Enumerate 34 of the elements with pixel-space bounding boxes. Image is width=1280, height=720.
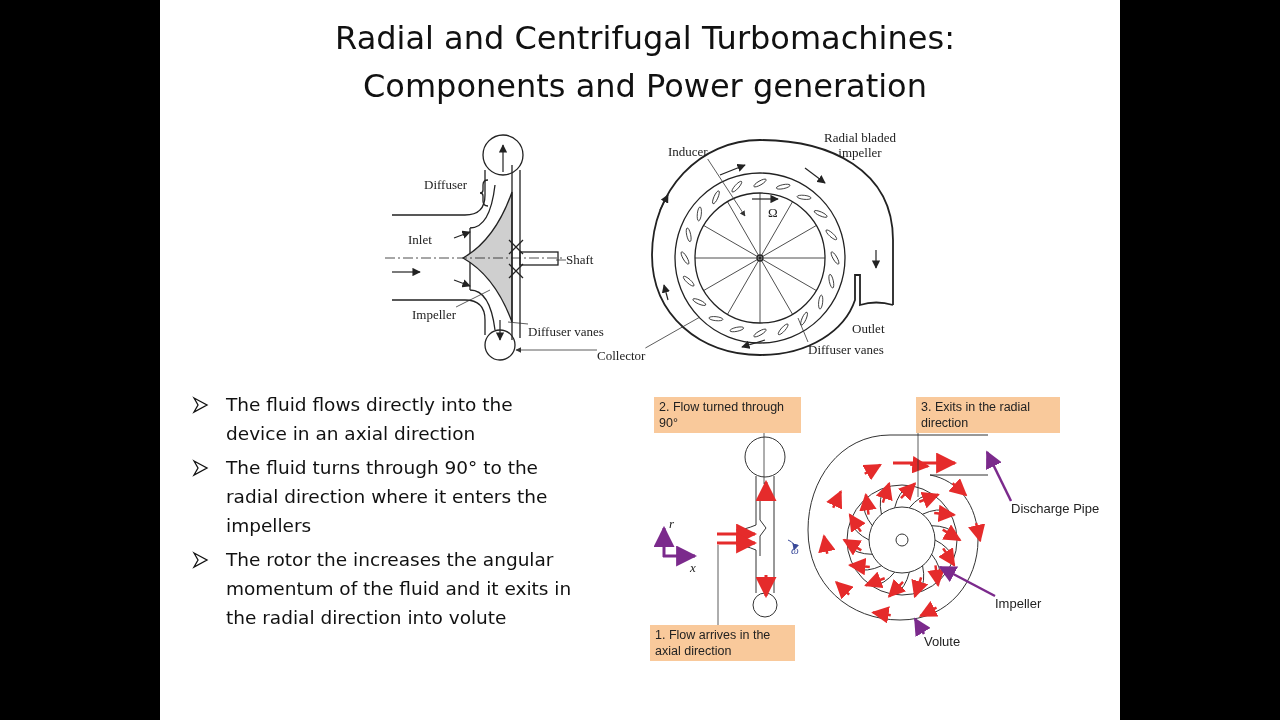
part-label: Inducer [668, 144, 708, 159]
leader-line [717, 544, 719, 626]
part-label: Diffuser [424, 177, 468, 192]
part-label: Volute [924, 634, 961, 649]
part-label: Impeller [995, 596, 1042, 611]
impeller-flow-drawing [807, 434, 989, 624]
arrow [938, 565, 996, 598]
axis-label: r [669, 516, 675, 531]
callout-box: 1. Flow arrives in the axial direction [650, 625, 795, 661]
compressor-section-drawing [717, 436, 799, 618]
part-label: Outlet [852, 321, 885, 336]
callout-box: 2. Flow turned through 90° [654, 397, 801, 433]
part-label: Discharge Pipe [1011, 501, 1101, 516]
leader-line [507, 321, 529, 325]
bullet-text: The rotor the increases the angular momentum of the fluid and it exits in the radial direction into volute [226, 548, 573, 630]
leader-line [645, 316, 701, 349]
part-label: Shaft [566, 252, 594, 267]
axis-label: x [690, 560, 696, 575]
leader-line [797, 317, 809, 343]
arrow [985, 450, 1013, 502]
bullet-text: The fluid turns through 90° to the radial direction where it enters the impellers [226, 456, 549, 538]
symbol-label: ω [791, 543, 799, 558]
leader-line [917, 432, 919, 498]
bullet-text: The fluid flows directly into the device in an axial direction [226, 393, 514, 446]
part-label: Diffuser vanes [808, 342, 884, 357]
callout-box: 3. Exits in the radial direction [916, 397, 1060, 433]
part-label: Radial bladed impeller [823, 130, 897, 160]
part-label: Collector [597, 348, 646, 363]
part-label: Inlet [408, 232, 432, 247]
slide-title: Radial and Centrifugal Turbomachines: Components and Power generation [334, 18, 956, 107]
part-label: Impeller [412, 307, 457, 322]
leader-line [555, 259, 567, 261]
part-label: Diffuser vanes [528, 324, 604, 339]
arrow [913, 617, 931, 637]
